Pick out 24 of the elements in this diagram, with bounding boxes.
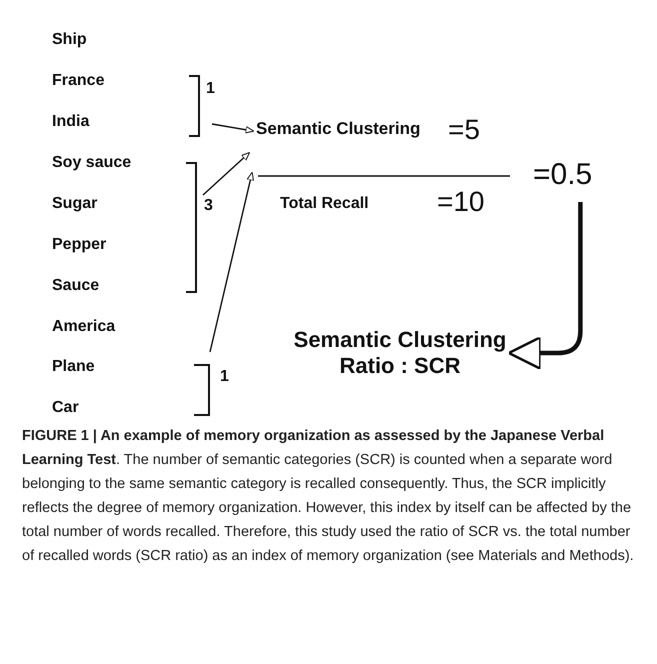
word-item: Plane — [52, 358, 95, 376]
word-item: Soy sauce — [52, 154, 132, 172]
word-item: Sugar — [52, 195, 98, 213]
word-item: Car — [52, 399, 79, 417]
word-item: France — [52, 72, 104, 90]
word-item: America — [52, 318, 116, 336]
figure-caption: FIGURE 1 | An example of memory organization as assessed by the Japanese Verbal Learning Test. The number of semantic categories (SCR) is counted when a separate word belonging to the same semantic category is recalled consequently. Thus, the SCR implicitly reflects the degree of memory organization. However, this index by itself can be affected by the total number of words recalled. Therefore, this study used the ratio of SCR vs. the total number of recalled words (SCR ratio) as an index of memory organization (see Materials and Methods). — [22, 427, 635, 566]
formula-term: Total Recall — [280, 195, 369, 213]
word-item: Sauce — [52, 277, 100, 295]
formula-result: =0.5 — [533, 158, 592, 192]
arrow — [202, 152, 250, 196]
cluster-count: 1 — [220, 368, 229, 386]
word-item: Ship — [52, 31, 87, 49]
formula-value: =10 — [437, 186, 484, 218]
cluster-count: 1 — [206, 80, 215, 98]
arrow — [508, 202, 583, 370]
cluster-count: 3 — [204, 197, 213, 215]
arrow — [209, 172, 254, 352]
word-item: Pepper — [52, 236, 106, 254]
formula-value: =5 — [448, 114, 480, 146]
arrow — [212, 123, 254, 134]
word-item: India — [52, 113, 90, 131]
formula-term: Semantic Clustering — [256, 119, 420, 139]
result-term: Semantic Clustering Ratio : SCR — [290, 327, 510, 379]
